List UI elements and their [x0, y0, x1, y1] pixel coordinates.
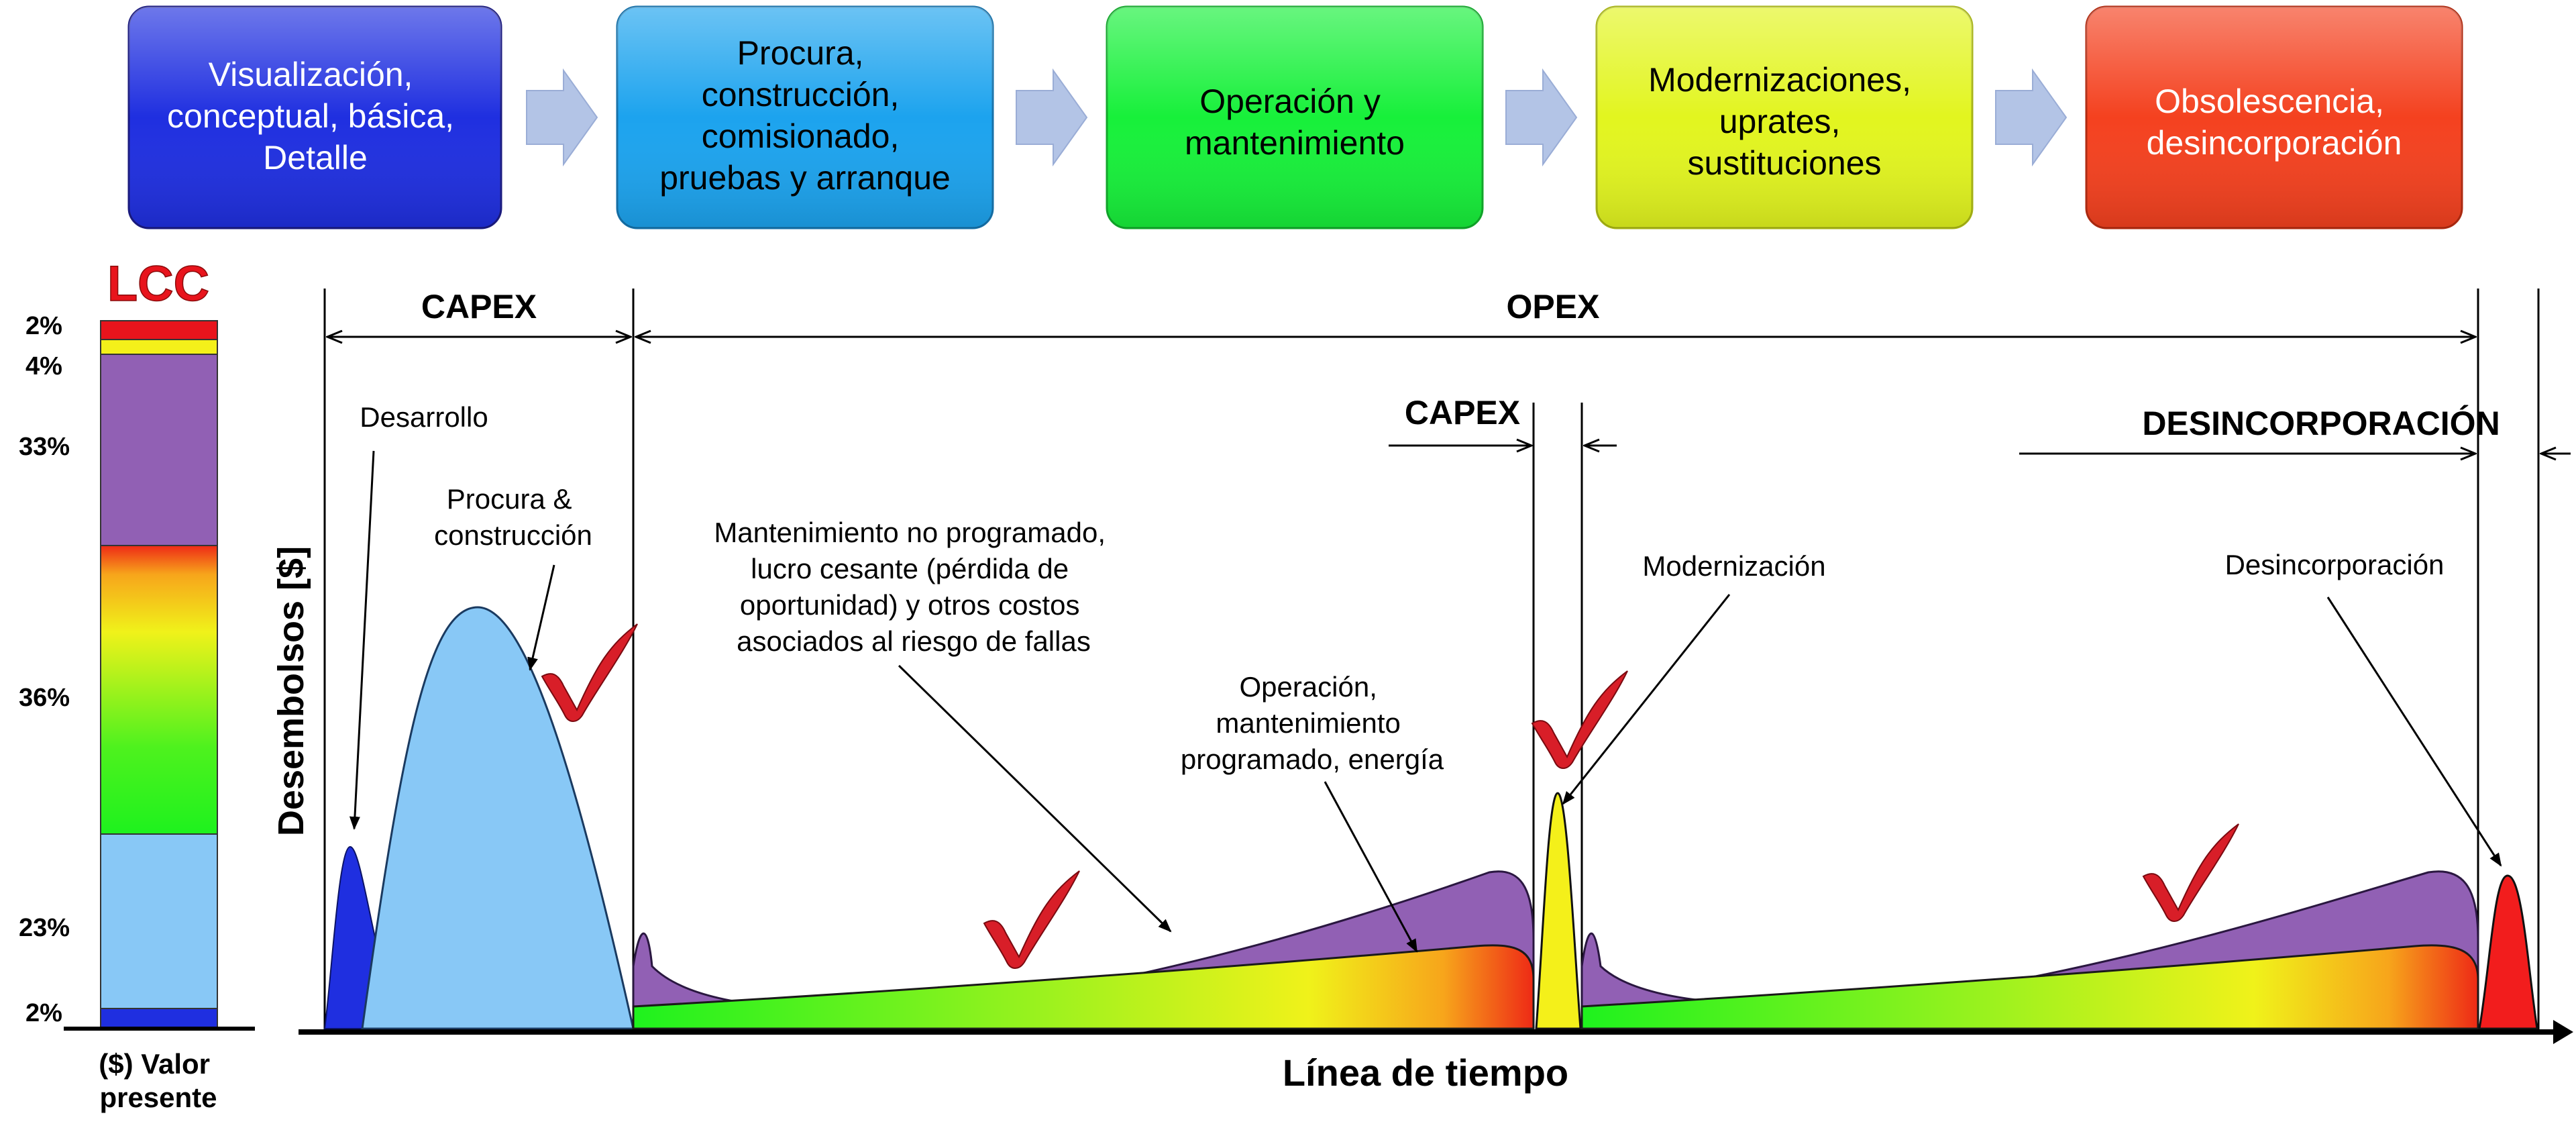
lcc-segment-yellow [100, 339, 218, 355]
leader-desarrollo [349, 450, 375, 830]
opex-label: OPEX [1507, 288, 1600, 325]
modernizacion-spike [1535, 792, 1582, 1030]
capex2-label: CAPEX [1405, 394, 1520, 431]
leader-no-programado [898, 664, 1172, 933]
stage-4-line-1: Modernizaciones, [1648, 61, 1911, 99]
x-axis-arrowhead [2553, 1020, 2573, 1044]
x-axis-label: Línea de tiempo [1283, 1051, 1568, 1094]
svg-text:($) Valor presente: ($) Valor presente [99, 1048, 217, 1113]
stage-5-line-1: Obsolescencia, [2155, 83, 2384, 120]
lcc-segment-gradient [100, 545, 218, 835]
stage-arrow-4 [1995, 68, 2068, 167]
stage-2-line-2: construcción, [702, 76, 900, 113]
stage-box-3: Operación y mantenimiento [1106, 5, 1484, 229]
leader-procura [527, 564, 555, 671]
svg-text:Visualización, concept: Visualización, conceptual, básica, Detal… [167, 56, 464, 176]
svg-text:Modernizaciones, uprat: Modernizaciones, uprates, sustituciones [1648, 61, 1921, 182]
stage-arrow-1 [526, 68, 598, 167]
annotation-procura: Procura & construcción [434, 483, 592, 551]
opex2-operation-area [1580, 944, 2479, 1030]
stage-1-line-3: Detalle [263, 139, 368, 176]
stage-1-line-1: Visualización, [209, 56, 413, 93]
timeline-chart: Desembolsos [$] CAPEX OPEX CAPEX DESINCO… [271, 288, 2573, 1094]
desinc-label: DESINCORPORACIÓN [2142, 405, 2500, 442]
y-axis-label: Desembolsos [$] [271, 546, 311, 836]
opex1-operation-area [632, 944, 1535, 1030]
lcc-segment-red [100, 320, 218, 340]
stage-flow: Visualización, conceptual, básica, Detal… [127, 5, 2463, 229]
procura-curve [361, 606, 635, 1030]
stage-4-line-2: uprates, [1719, 103, 1841, 140]
stage-2-line-1: Procura, [737, 34, 864, 72]
annotation-desincorporacion: Desincorporación [2225, 549, 2445, 580]
stage-3-line-2: mantenimiento [1185, 124, 1405, 162]
check-icon-opex1 [983, 870, 1080, 969]
lcc-label-36pct: 36% [19, 684, 70, 712]
lcc-segment-light-blue [100, 833, 218, 1009]
leader-modernizacion [1562, 594, 1731, 805]
stage-1-line-2: conceptual, básica, [167, 97, 454, 135]
annotation-no-programado: Mantenimiento no programado, lucro cesan… [714, 517, 1113, 657]
stage-arrow-2 [1016, 68, 1088, 167]
check-icon-modernizacion [1531, 670, 1628, 769]
stage-2-line-4: pruebas y arranque [659, 159, 951, 197]
annotation-operacion: Operación, mantenimiento programado, ene… [1181, 671, 1444, 775]
check-icon-procura [541, 623, 638, 722]
stage-box-5: Obsolescencia, desincorporación [2085, 5, 2463, 229]
lcc-footer-line-1: ($) Valor [99, 1048, 210, 1080]
svg-text:Operación y mantenimie: Operación y mantenimiento [1185, 83, 1405, 162]
desincorporacion-spike [2478, 874, 2538, 1030]
svg-text:Obsolescencia, desinco: Obsolescencia, desincorporación [2147, 83, 2402, 162]
stage-2-line-3: comisionado, [702, 117, 900, 155]
stage-box-2: Procura, construcción, comisionado, prue… [616, 5, 994, 229]
lcc-label-23pct: 23% [19, 914, 70, 942]
lcc-label-33pct: 33% [19, 433, 70, 461]
stage-box-4: Modernizaciones, uprates, sustituciones [1595, 5, 1974, 229]
stage-3-line-1: Operación y [1199, 83, 1381, 120]
lcc-label-4pct: 4% [25, 352, 62, 380]
lcc-footer-line-2: presente [99, 1082, 217, 1113]
lcc-panel: LCC 2% 4% 33% 36% 23% 2% ($) Valor prese… [19, 255, 255, 1113]
stage-4-line-3: sustituciones [1687, 144, 1881, 182]
capex-label: CAPEX [421, 288, 537, 325]
lcc-label-2pct-top: 2% [25, 312, 62, 340]
annotation-modernizacion: Modernización [1642, 550, 1825, 582]
check-icon-opex2 [2142, 823, 2239, 922]
lcc-segment-blue [100, 1008, 218, 1028]
stage-5-line-2: desincorporación [2147, 124, 2402, 162]
svg-text:Procura, construcción,: Procura, construcción, comisionado, prue… [659, 34, 951, 197]
lcc-label-2pct-bottom: 2% [25, 999, 62, 1027]
leader-operacion [1324, 781, 1418, 953]
lcc-title: LCC [107, 256, 209, 311]
stage-arrow-3 [1505, 68, 1578, 167]
leader-desincorporacion [2326, 597, 2502, 867]
lcc-segment-purple [100, 354, 218, 546]
stage-box-1: Visualización, conceptual, básica, Detal… [127, 5, 502, 229]
annotation-desarrollo: Desarrollo [360, 401, 488, 433]
